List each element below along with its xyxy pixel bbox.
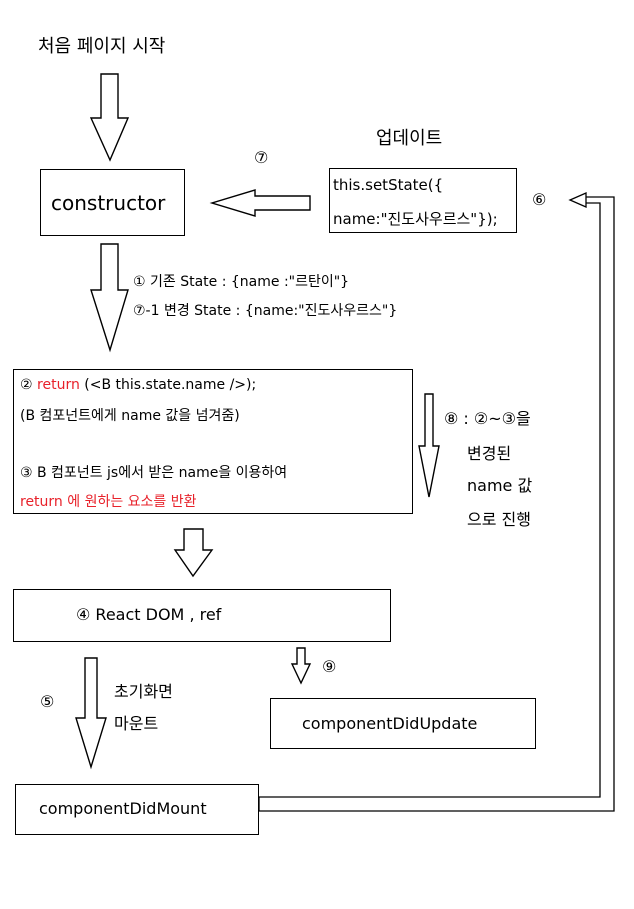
- render-return-keyword: return: [37, 377, 80, 393]
- react-dom-label: ④ React DOM , ref: [76, 605, 222, 624]
- state-note-before: ① 기존 State : {name :"르탄이"}: [133, 274, 350, 290]
- setstate-line1: this.setState({: [333, 176, 444, 194]
- step8-note-line1: ⑧ : ②~③을: [444, 409, 531, 428]
- step9-marker: ⑨: [322, 657, 337, 676]
- constructor-label: constructor: [51, 191, 166, 215]
- render-line1: ② return (<B this.state.name />);: [20, 377, 256, 393]
- page-title: 처음 페이지 시작: [38, 36, 166, 57]
- render-line2: (B 컴포넌트에게 name 값을 넘겨줌): [20, 408, 240, 424]
- arrow-start-to-constructor: [89, 73, 130, 162]
- did-mount-box: componentDidMount: [15, 784, 259, 835]
- render-line3: ③ B 컴포넌트 js에서 받은 name을 이용하여: [20, 465, 288, 481]
- did-update-box: componentDidUpdate: [270, 698, 536, 749]
- step8-note-line3: name 값: [467, 476, 533, 495]
- step6-marker: ⑥: [532, 190, 547, 209]
- arrow-setstate-to-constructor: [209, 189, 311, 217]
- arrow-step9: [290, 647, 312, 685]
- did-update-label: componentDidUpdate: [302, 714, 478, 733]
- initial-mount-line2: 마운트: [114, 714, 159, 733]
- constructor-box: constructor: [40, 169, 185, 236]
- setstate-box: this.setState({ name:"진도사우르스"});: [329, 168, 517, 233]
- step7-marker: ⑦: [254, 148, 269, 167]
- arrow-constructor-to-render: [90, 243, 129, 353]
- step8-note-line4: 으로 진행: [467, 510, 531, 529]
- arrow-step8: [418, 393, 440, 498]
- render-line1-rest: (<B this.state.name />);: [79, 377, 257, 393]
- initial-mount-line1: 초기화면: [114, 682, 173, 701]
- did-mount-label: componentDidMount: [39, 799, 207, 818]
- arrow-render-to-reactdom: [173, 528, 214, 578]
- react-dom-box: ④ React DOM , ref: [13, 589, 391, 642]
- step5-marker: ⑤: [40, 692, 55, 711]
- setstate-line2: name:"진도사우르스"});: [333, 210, 498, 228]
- step8-note-line2: 변경된: [467, 444, 512, 463]
- state-note-after: ⑦-1 변경 State : {name:"진도사우르스"}: [133, 303, 398, 319]
- render-line1-prefix: ②: [20, 377, 38, 393]
- arrow-reactdom-to-didmount: [75, 657, 107, 770]
- render-line4: return 에 원하는 요소를 반환: [20, 494, 197, 510]
- render-box: ② return (<B this.state.name />); (B 컴포넌…: [13, 369, 413, 514]
- update-label: 업데이트: [376, 128, 443, 149]
